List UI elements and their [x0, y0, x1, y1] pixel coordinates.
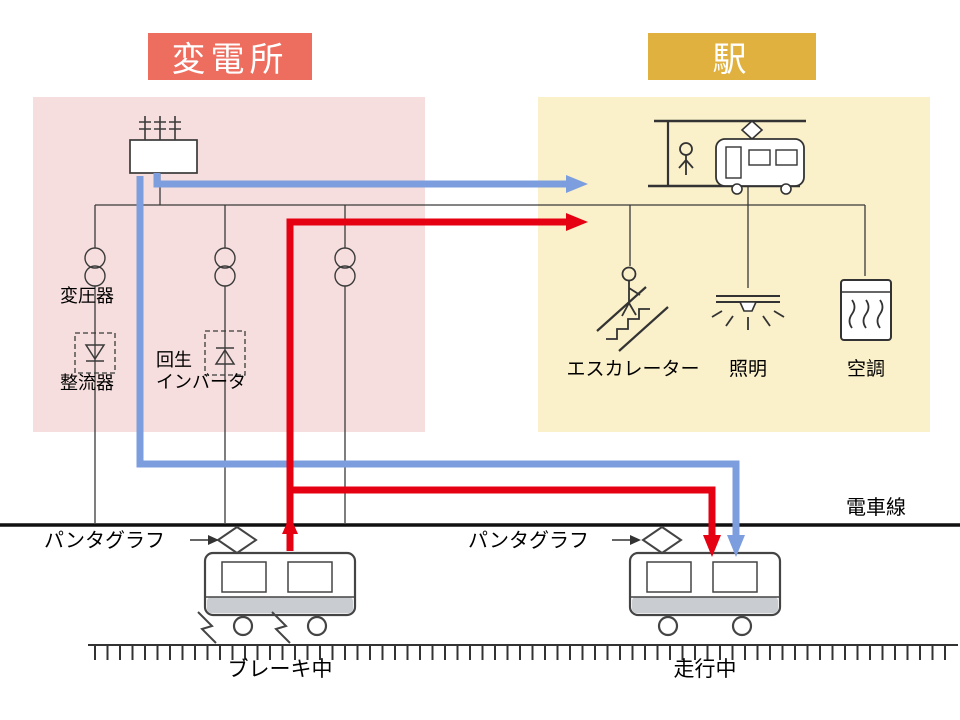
- brake-spark-icon: [197, 611, 217, 644]
- regen-flow-to-train: [290, 486, 721, 557]
- transformer-symbol-icon: [334, 247, 356, 269]
- transformer-symbol-icon: [84, 247, 106, 269]
- transformer-symbols: [84, 247, 356, 287]
- substation-title: 変電所: [148, 33, 312, 80]
- catenary-label: 電車線: [846, 497, 906, 519]
- train-skirt: [207, 597, 353, 613]
- supply-flow-to-station: [153, 173, 588, 193]
- rectifier-label: 整流器: [60, 373, 114, 393]
- supply-flow-to-train: [136, 176, 745, 557]
- wheel-icon: [731, 183, 743, 195]
- person-icon: [678, 142, 694, 175]
- station-drop-lines: [629, 186, 866, 288]
- train-braking: [197, 525, 357, 644]
- regen-up-arrow-icon: [282, 516, 298, 534]
- escalator-label: エスカレーター: [566, 359, 700, 380]
- substation-transformer-icon: [129, 116, 198, 174]
- transformer-symbol-icon: [84, 265, 106, 287]
- train-window: [287, 561, 333, 593]
- pantograph-label-left: パンタグラフ: [44, 530, 165, 552]
- pantograph-pointers: [190, 535, 641, 545]
- transformer-symbol-icon: [214, 265, 236, 287]
- feeder-wiring: [94, 172, 866, 523]
- transformer-label: 変圧器: [60, 286, 114, 306]
- station-train-icon: [715, 119, 805, 195]
- wheel-icon: [780, 183, 792, 195]
- inverter-label: 回生 インバータ: [156, 350, 246, 392]
- lighting-label: 照明: [728, 359, 767, 380]
- train-window: [221, 561, 267, 593]
- running-status-label: 走行中: [673, 658, 737, 681]
- wheel-icon: [731, 615, 753, 637]
- pantograph-icon: [740, 119, 764, 141]
- inverter-icon: [204, 330, 246, 376]
- brake-spark-icon: [271, 611, 291, 644]
- pantograph-label-right: パンタグラフ: [468, 530, 589, 552]
- braking-status-label: ブレーキ中: [227, 658, 333, 681]
- aircon-icon: [840, 279, 892, 341]
- substation-region: [33, 97, 425, 432]
- train-running: [628, 525, 782, 637]
- wheel-icon: [232, 615, 254, 637]
- pantograph-icon: [641, 525, 683, 555]
- person-icon: [621, 266, 637, 282]
- train-skirt: [632, 597, 778, 613]
- track: [88, 644, 958, 660]
- wheel-icon: [657, 615, 679, 637]
- pointer-arrow-icon: [630, 535, 641, 545]
- transformer-symbol-icon: [334, 265, 356, 287]
- pointer-arrow-icon: [208, 535, 219, 545]
- pantograph-icon: [216, 525, 258, 555]
- wheel-icon: [306, 615, 328, 637]
- incoming-power-icon: [139, 116, 181, 140]
- lighting-icon: [711, 295, 785, 330]
- train-window: [712, 561, 758, 593]
- rectifier-icon: [74, 332, 116, 374]
- regen-flows: [282, 213, 721, 557]
- aircon-label: 空調: [846, 359, 885, 380]
- supply-flows: [136, 173, 745, 557]
- station-building-icon: [648, 119, 806, 195]
- transformer-symbol-icon: [214, 247, 236, 269]
- train-window: [646, 561, 692, 593]
- escalator-icon: [596, 266, 669, 352]
- station-title: 駅: [648, 33, 816, 80]
- regen-flow-to-station: [286, 213, 588, 551]
